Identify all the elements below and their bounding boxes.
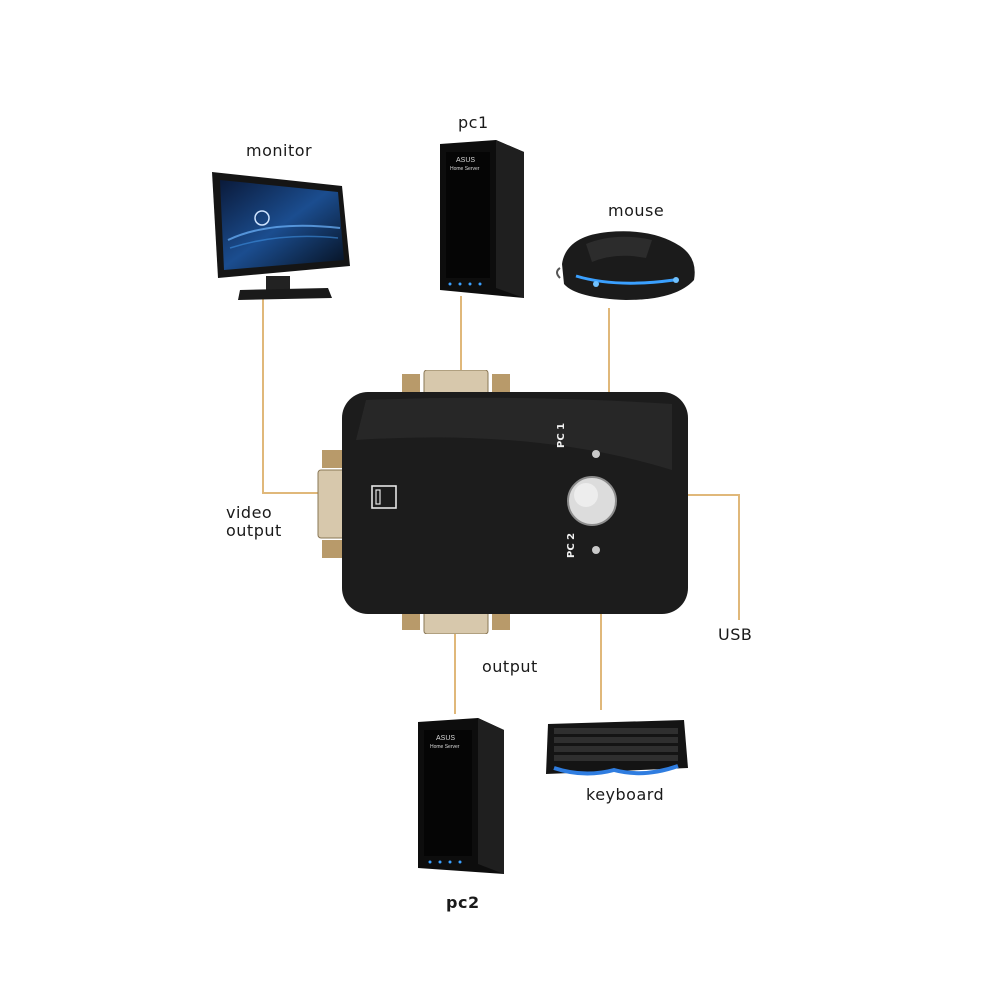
video-output-label-line2: output bbox=[226, 521, 282, 540]
video-output-label-line1: video bbox=[226, 503, 273, 522]
pc2-brand-line: Home Server bbox=[430, 744, 460, 750]
connector-pc1-line bbox=[460, 296, 462, 376]
port-pc1-label: PC 1 bbox=[556, 422, 567, 448]
kvm-switch bbox=[317, 370, 688, 634]
mouse-icon bbox=[556, 231, 695, 300]
connector-monitor-line bbox=[262, 298, 264, 494]
mouse-label: mouse bbox=[608, 201, 665, 220]
connector-usb-vertical bbox=[738, 494, 740, 620]
pc2-brand-text: ASUS bbox=[436, 735, 455, 742]
connector-usb-horizontal bbox=[688, 494, 740, 496]
connector-output-line bbox=[454, 632, 456, 714]
monitor-label: monitor bbox=[246, 141, 313, 160]
port-pc2-label: PC 2 bbox=[566, 532, 577, 558]
connector-monitor-horizontal bbox=[262, 492, 322, 494]
keyboard-label: keyboard bbox=[586, 785, 665, 804]
pc1-tower-icon: ASUS Home Server bbox=[440, 140, 524, 298]
pc1-brand-line: Home Server bbox=[450, 166, 480, 172]
connector-mouse-line bbox=[608, 308, 610, 394]
pc1-brand-text: ASUS bbox=[456, 157, 475, 164]
monitor-icon bbox=[212, 172, 350, 300]
connector-keyboard-line bbox=[600, 614, 602, 710]
keyboard-icon bbox=[546, 720, 688, 776]
output-label: output bbox=[482, 657, 538, 676]
pc2-label: pc2 bbox=[446, 893, 480, 912]
pc2-tower-icon: ASUS Home Server bbox=[418, 718, 504, 874]
usb-label: USB bbox=[718, 625, 753, 644]
pc1-label: pc1 bbox=[458, 113, 489, 132]
